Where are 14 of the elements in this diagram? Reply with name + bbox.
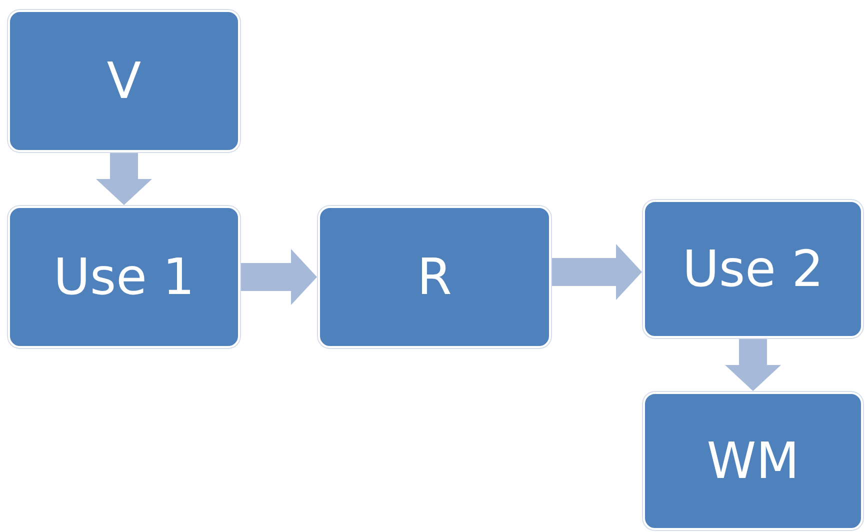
process-box (8, 10, 240, 152)
box-label: WM (706, 432, 800, 490)
process-box (643, 200, 863, 338)
block-arrow (241, 249, 317, 305)
block-arrow (96, 153, 152, 205)
block-arrow (552, 244, 642, 300)
process-box (318, 206, 551, 348)
box-label: V (106, 52, 142, 110)
process-box (643, 392, 863, 530)
process-box (8, 206, 240, 348)
block-arrow (725, 339, 781, 391)
box-label: Use 1 (53, 248, 195, 306)
box-label: R (417, 248, 452, 306)
box-label: Use 2 (682, 240, 824, 298)
